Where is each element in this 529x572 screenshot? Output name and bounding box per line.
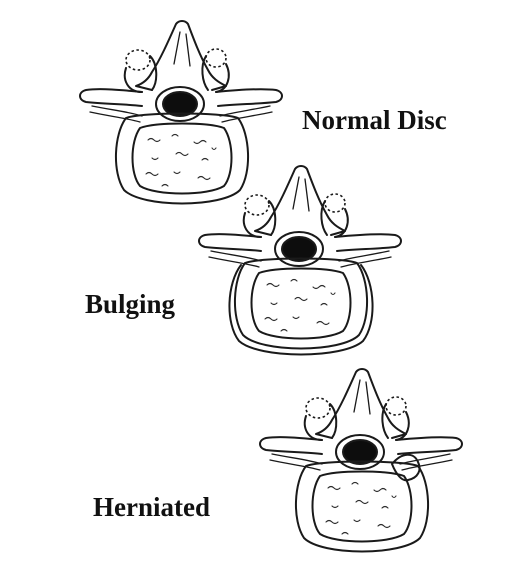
herniated-disc-vertebra: [259, 368, 463, 553]
normal-disc-label: Normal Disc: [302, 105, 447, 135]
bulging-disc-vertebra: [198, 165, 402, 356]
bulging-disc-label: Bulging: [85, 289, 176, 319]
normal-disc-vertebra: [79, 20, 283, 205]
herniated-disc-label: Herniated: [93, 492, 210, 522]
